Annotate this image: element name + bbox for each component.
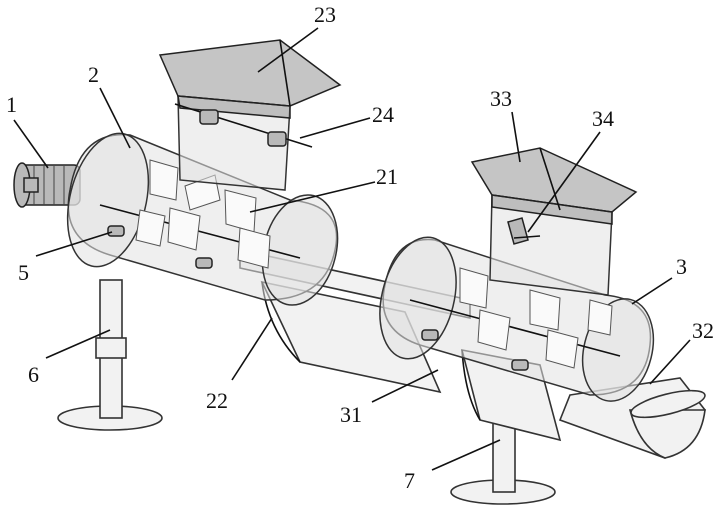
stand-left <box>58 280 162 430</box>
label-32: 32 <box>692 318 714 343</box>
label-33: 33 <box>490 86 512 111</box>
label-34: 34 <box>592 106 614 131</box>
label-1: 1 <box>6 92 17 117</box>
label-6: 6 <box>28 362 39 387</box>
label-21: 21 <box>376 164 398 189</box>
label-3: 3 <box>676 254 687 279</box>
hopper-33 <box>472 148 636 295</box>
label-22: 22 <box>206 388 228 413</box>
label-2: 2 <box>88 62 99 87</box>
label-23: 23 <box>314 2 336 27</box>
hopper-23 <box>160 40 340 190</box>
label-31: 31 <box>340 402 362 427</box>
label-5: 5 <box>18 260 29 285</box>
label-24: 24 <box>372 102 394 127</box>
label-7: 7 <box>404 468 415 493</box>
